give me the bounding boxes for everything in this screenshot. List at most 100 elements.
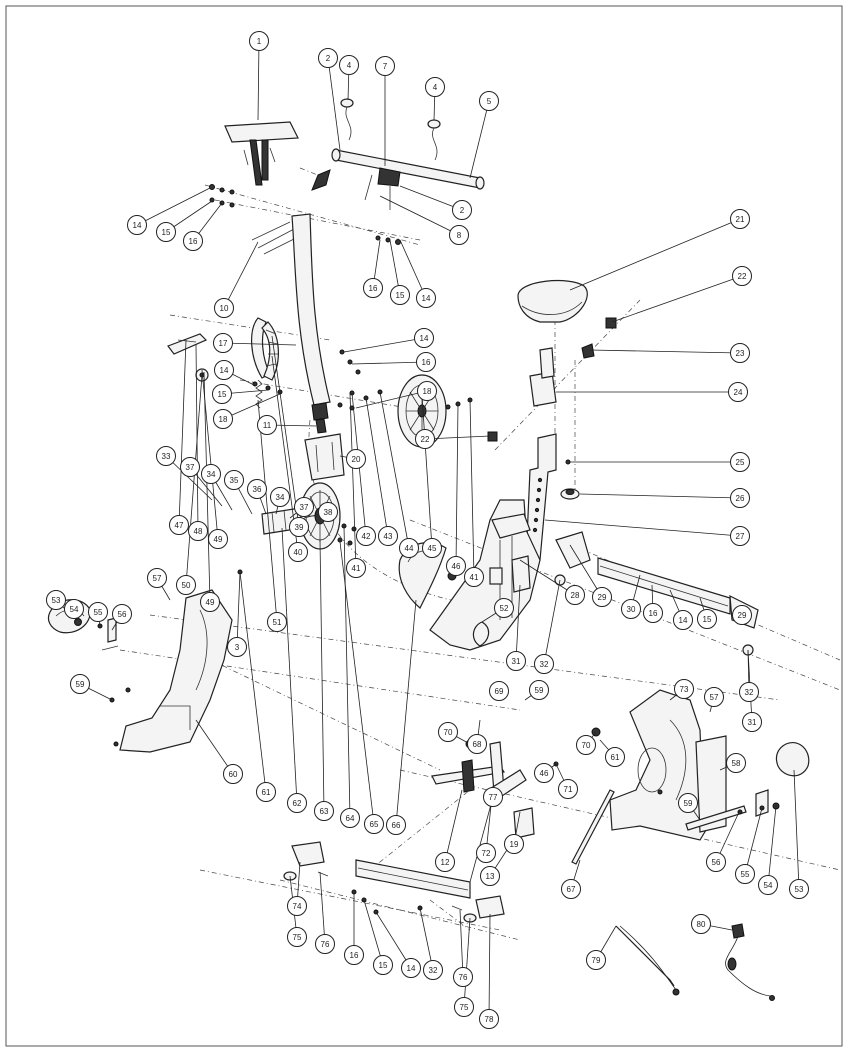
leader-line bbox=[343, 337, 425, 353]
callout-number: 10 bbox=[220, 304, 229, 313]
callout-bubble bbox=[561, 879, 581, 899]
leader-line bbox=[165, 455, 213, 501]
callout-number: 54 bbox=[764, 881, 773, 890]
callout-29: 29 bbox=[732, 605, 752, 625]
callout-number: 56 bbox=[712, 858, 721, 867]
callout-bubble bbox=[249, 31, 269, 51]
callout-27: 27 bbox=[730, 526, 750, 546]
callout-bubble bbox=[732, 266, 752, 286]
callout-58: 58 bbox=[726, 753, 746, 773]
callout-bubble bbox=[176, 575, 196, 595]
callout-number: 60 bbox=[229, 770, 238, 779]
callout-20: 20 bbox=[346, 449, 366, 469]
callout-bubble bbox=[318, 48, 338, 68]
callout-63: 63 bbox=[314, 801, 334, 821]
callout-14: 14 bbox=[416, 288, 436, 308]
right-shroud bbox=[609, 689, 810, 841]
callout-bubble bbox=[742, 712, 762, 732]
callout-40: 40 bbox=[288, 542, 308, 562]
left-cover bbox=[119, 589, 233, 753]
callout-number: 51 bbox=[273, 618, 282, 627]
callout-14: 14 bbox=[673, 610, 693, 630]
callout-70: 70 bbox=[576, 735, 596, 755]
callout-50: 50 bbox=[176, 575, 196, 595]
callout-number: 30 bbox=[627, 605, 636, 614]
callout-76: 76 bbox=[315, 934, 335, 954]
callout-15: 15 bbox=[212, 384, 232, 404]
callout-number: 18 bbox=[423, 387, 432, 396]
callout-number: 38 bbox=[324, 508, 333, 517]
leader-line bbox=[419, 907, 434, 971]
callout-bubble bbox=[504, 834, 524, 854]
callout-14: 14 bbox=[414, 328, 434, 348]
callout-49: 49 bbox=[208, 529, 228, 549]
callout-number: 70 bbox=[444, 728, 453, 737]
callout-number: 44 bbox=[405, 544, 414, 553]
callout-number: 27 bbox=[736, 532, 745, 541]
callout-bubble bbox=[706, 852, 726, 872]
callout-number: 11 bbox=[263, 421, 272, 430]
leader-line bbox=[399, 185, 463, 211]
callout-39: 39 bbox=[289, 517, 309, 537]
callout-32: 32 bbox=[534, 654, 554, 674]
leader-line bbox=[239, 571, 267, 793]
leader-line bbox=[339, 541, 375, 825]
callout-bubble bbox=[758, 875, 778, 895]
callout-bubble bbox=[294, 497, 314, 517]
leader-line bbox=[136, 187, 211, 226]
callout-bubble bbox=[586, 950, 606, 970]
callout-1: 1 bbox=[249, 31, 269, 51]
callout-29: 29 bbox=[592, 587, 612, 607]
callout-bubble bbox=[416, 352, 436, 372]
callout-number: 21 bbox=[736, 215, 745, 224]
callout-15: 15 bbox=[390, 285, 410, 305]
callout-19: 19 bbox=[504, 834, 524, 854]
leader-line bbox=[327, 57, 341, 151]
callout-53: 53 bbox=[789, 879, 809, 899]
callout-bubble bbox=[592, 587, 612, 607]
callout-bubble bbox=[256, 782, 276, 802]
callout-number: 54 bbox=[70, 605, 79, 614]
callout-bubble bbox=[340, 808, 360, 828]
callout-bubble bbox=[735, 864, 755, 884]
callout-bubble bbox=[339, 55, 359, 75]
callout-number: 41 bbox=[352, 564, 361, 573]
callout-bubble bbox=[643, 603, 663, 623]
callout-number: 50 bbox=[182, 581, 191, 590]
callout-5: 5 bbox=[479, 91, 499, 111]
drive-belt bbox=[398, 542, 447, 609]
callout-bubble bbox=[529, 680, 549, 700]
callout-number: 77 bbox=[489, 793, 498, 802]
callout-26: 26 bbox=[730, 488, 750, 508]
callout-43: 43 bbox=[378, 526, 398, 546]
callout-bubble bbox=[288, 542, 308, 562]
callout-14: 14 bbox=[401, 958, 421, 978]
callout-bubble bbox=[346, 558, 366, 578]
callout-bubble bbox=[64, 599, 84, 619]
callout-number: 33 bbox=[162, 452, 171, 461]
callout-10: 10 bbox=[214, 298, 234, 318]
callout-23: 23 bbox=[730, 343, 750, 363]
callout-15: 15 bbox=[373, 955, 393, 975]
callout-57: 57 bbox=[147, 568, 167, 588]
callout-bubble bbox=[454, 997, 474, 1017]
callout-38: 38 bbox=[318, 502, 338, 522]
callout-number: 15 bbox=[703, 615, 712, 624]
callout-number: 52 bbox=[500, 604, 509, 613]
leader-line bbox=[222, 342, 297, 346]
callout-16: 16 bbox=[643, 603, 663, 623]
callout-bubble bbox=[452, 200, 472, 220]
callout-14: 14 bbox=[214, 360, 234, 380]
callout-bubble bbox=[453, 967, 473, 987]
callout-31: 31 bbox=[506, 651, 526, 671]
callout-59: 59 bbox=[70, 674, 90, 694]
callout-number: 14 bbox=[220, 366, 229, 375]
leader-line bbox=[203, 371, 211, 603]
callout-36: 36 bbox=[247, 479, 267, 499]
callout-bubble bbox=[483, 787, 503, 807]
callout-bubble bbox=[315, 934, 335, 954]
callout-67: 67 bbox=[561, 879, 581, 899]
callout-bubble bbox=[732, 605, 752, 625]
callout-57: 57 bbox=[704, 687, 724, 707]
callout-4: 4 bbox=[339, 55, 359, 75]
